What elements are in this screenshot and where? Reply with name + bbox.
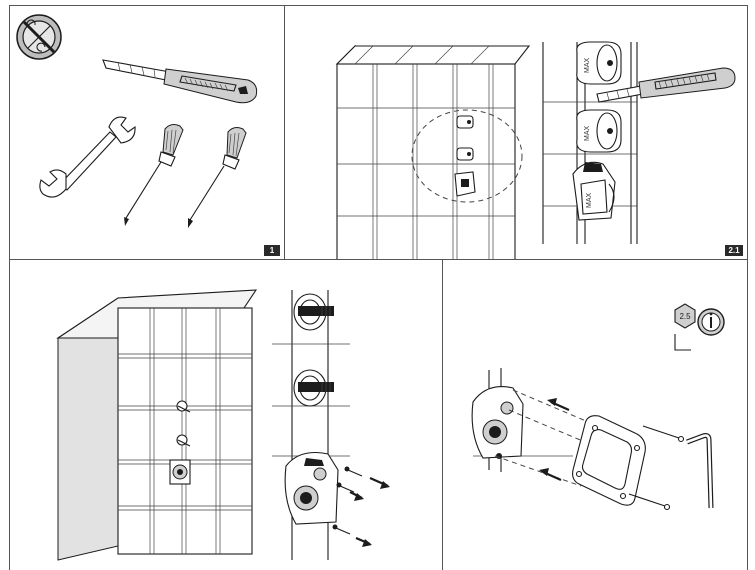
no-tools-icon	[16, 14, 62, 60]
hex-key-size-label: 2.5	[679, 312, 691, 321]
utility-knife-icon	[102, 59, 258, 104]
max-label-top: MAX	[584, 58, 591, 74]
cutting-knife-icon	[596, 67, 736, 103]
mounted-fittings	[169, 400, 191, 485]
panel-step-install-box	[9, 259, 443, 570]
valve-body	[284, 451, 339, 525]
step-number-badge: 1	[264, 245, 280, 256]
wall-marking-illustration: MAX MAX MAX	[335, 41, 736, 259]
allen-key-icon	[686, 433, 714, 509]
screws-with-arrows	[332, 466, 390, 547]
max-label-bottom: MAX	[584, 126, 591, 142]
detail-zoom-circle	[411, 109, 523, 203]
step-number-badge: 2.1	[725, 245, 743, 256]
mounting-screws	[628, 425, 685, 511]
fitting-top: MAX	[576, 41, 622, 85]
screwed-fitting-bottom	[293, 369, 334, 407]
tiled-wall-block	[335, 44, 531, 259]
hex-key-size-icon: 2.5	[674, 303, 696, 351]
valve-box: MAX	[572, 161, 616, 221]
panel-step-cover-plate: 2.5	[442, 259, 748, 570]
cover-plate	[572, 415, 646, 506]
wall-fittings-small	[454, 115, 476, 197]
panel-step-1-tools: 1	[9, 5, 285, 260]
tools-illustration	[16, 14, 258, 228]
panel-step-2-1-marking: MAX MAX MAX 2.1	[284, 5, 748, 260]
wrench-icon	[39, 116, 136, 198]
alignment-guides	[494, 389, 594, 487]
fitting-middle: MAX	[576, 109, 622, 153]
screwed-fitting-top	[293, 293, 334, 331]
box-installation-illustration	[56, 289, 390, 561]
info-icon	[697, 308, 725, 336]
cover-plate-illustration: 2.5	[471, 303, 725, 511]
max-label-box: MAX	[586, 193, 593, 209]
phillips-screwdriver-icon	[124, 124, 184, 226]
tiled-wall-block	[56, 289, 258, 561]
flat-screwdriver-icon	[188, 127, 247, 228]
valve-body	[471, 386, 524, 459]
direction-arrows	[539, 398, 570, 482]
